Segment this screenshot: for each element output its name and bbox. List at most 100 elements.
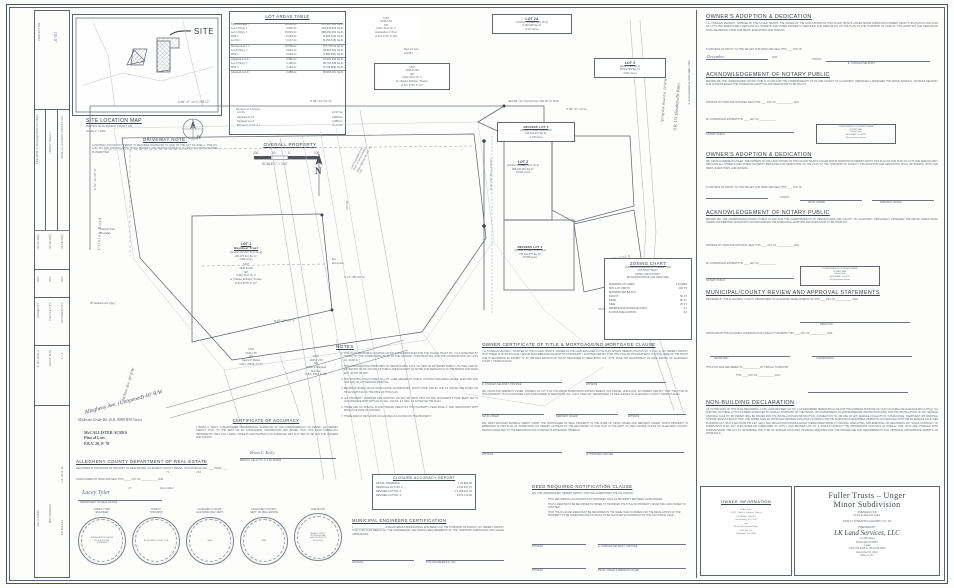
setback-line-label: 50' Setback Line (Typ.) bbox=[90, 302, 115, 306]
b1-title: OWNER'S ADOPTION & DEDICATION bbox=[706, 14, 812, 20]
agency-seal-inner-text: BRIAN PATRICK BAKER PROFESSIONAL ENGINEE… bbox=[90, 537, 114, 545]
zoning-chart-sub3: MIXED USE DISTRICT bbox=[635, 272, 661, 276]
title-block-prepared-by-label: PREPARED BY bbox=[858, 525, 876, 529]
b2-notary-signature bbox=[710, 124, 711, 130]
owner-cert-p3: WE, WEST AIRCOMM FEDERAL CREDIT UNION, T… bbox=[482, 422, 688, 432]
agency-seal-caption: SURVEYOR bbox=[311, 508, 325, 511]
lot-areas-row: R/W =0.110 Ac.(4,799.880) Sq.Ft. bbox=[230, 66, 345, 72]
lot-2-l2: 689,152.091 Sq. Ft. bbox=[512, 167, 534, 171]
lot-2a-l3: 0.217 Acres bbox=[525, 27, 539, 31]
agency-seal-icon: ALLEGHENY COUNTY, PA bbox=[132, 516, 180, 565]
municipal-engineers-sigline-right bbox=[426, 560, 504, 561]
deed-sigline-b bbox=[598, 544, 686, 545]
b1-date-line bbox=[706, 59, 768, 60]
real-estate-title: ALLEGHENY COUNTY DEPARTMENT OF REAL ESTA… bbox=[76, 459, 208, 464]
deed-clause-item: THAT A DEED MUST BE RECORDED IN ORDER TO… bbox=[548, 502, 686, 510]
zoning-value: 50 FT bbox=[680, 295, 687, 299]
field-book-label: FIELD BOOK bbox=[37, 510, 40, 528]
svg-text:N 88°-43'-16" W: N 88°-43'-16" W bbox=[310, 99, 332, 103]
b1-sigline bbox=[826, 61, 930, 62]
tax-parcel-3-text: T.M.P. 1048-L-58 N/F Nancy M. Bellan D.B… bbox=[239, 348, 263, 366]
zoning-key: FRONT bbox=[609, 295, 619, 299]
b2-title: ACKNOWLEDGEMENT OF NOTARY PUBLIC bbox=[706, 72, 830, 78]
svg-text:254.00': 254.00' bbox=[345, 200, 349, 210]
lot-areas-label: Revised Lot 2 = bbox=[231, 44, 250, 48]
note-item: THIS CONSOLIDATION PROPOSES NO NEW BUILD… bbox=[344, 365, 478, 375]
project-no-value: 21-011 bbox=[54, 32, 58, 42]
lot-areas-sqft: (4,799.880) Sq.Ft. bbox=[298, 66, 345, 72]
b5-director: DIRECTOR bbox=[820, 323, 833, 326]
agency-seal-caption: FINDLAY TOWNSHIP bbox=[149, 508, 163, 515]
b1-date-month: December bbox=[707, 54, 725, 59]
real-estate-volume: 71 bbox=[166, 470, 170, 474]
lot-2-l3: 15.821 Acres bbox=[515, 171, 531, 175]
lot-box-2a: LOT 2A (Portion of Fuller Trust No.4) 9,… bbox=[492, 14, 572, 34]
lot-areas-acres: 2.088 Ac. bbox=[286, 71, 298, 75]
pa-rw-varies-text: Moderate Grade Rd. (S.R. 3088) R/W Varie… bbox=[78, 418, 142, 422]
b1-signature bbox=[828, 51, 829, 57]
lot-areas-label: R/W = bbox=[230, 66, 271, 72]
b5-l4: THIS ____ DAY OF ____________ 2021. bbox=[736, 374, 781, 377]
pa-rw-varies-label: Moderate Grade Rd. (S.R. 3088) R/W Varie… bbox=[78, 418, 142, 422]
deed-sig-c: WITNESS bbox=[532, 569, 544, 572]
closure-key: INITIAL TRAVERSE bbox=[376, 482, 400, 485]
plot-scale-label: PLOT SCALE bbox=[37, 350, 40, 368]
agency-seal-inner-text: BRIAN C. KELLY PROFESSIONAL LAND SURVEYO… bbox=[309, 532, 327, 542]
filepath-cell: FILE PATH: G:\Drawings\2021-011-Unger bbox=[34, 110, 46, 230]
owner-cert-sig3a: WITNESS bbox=[482, 453, 494, 456]
lot-1-title: LOT 1 bbox=[240, 242, 252, 246]
agency-seal-caption: ALLEGHENY COUNTY DEPT. OF REAL ESTATE bbox=[250, 508, 278, 515]
owner-information-line: C/O E. Charles Selinsky, Trustee bbox=[729, 511, 763, 515]
new-lot-line-text: New Lot Line (24.85') bbox=[404, 48, 419, 55]
svg-text:S 88°-47'-12" E 288.12': S 88°-47'-12" E 288.12' bbox=[178, 100, 210, 104]
date-row: 10-20-2021 10-08-2021 10-08-2021 bbox=[34, 230, 70, 270]
owner-information-line: Kevin & Deborah Unger bbox=[733, 525, 759, 529]
owner-information-line: 105 Bunker Hill Rd. bbox=[736, 514, 756, 518]
b5-l3: THIS PLAT WAS DELIVERED TO ____________ … bbox=[706, 366, 789, 369]
strip-rule-1 bbox=[34, 230, 70, 231]
lot-areas-sqft: 202,378.316 Sq.Ft. bbox=[321, 27, 344, 31]
title-block-firm: LK Land Services, LLC bbox=[834, 529, 900, 538]
lot-areas-row: Adjusted Lot 3 =0.850 Ac.37,061.200 Sq.F… bbox=[230, 57, 345, 62]
approved-by-label: APPROVED BY: bbox=[61, 302, 64, 323]
b2-body: BEFORE ME, THE UNDERSIGNED NOTARY PUBLIC… bbox=[706, 80, 938, 87]
owner-cert-sigline-1a bbox=[482, 382, 562, 383]
lot-areas-footer-value: 0.850 Ac. bbox=[331, 115, 343, 119]
owner-cert-sigline-2c bbox=[628, 414, 686, 415]
initials-1: BCK bbox=[37, 276, 40, 282]
date-1: 10-20-2021 bbox=[37, 234, 40, 249]
tax-parcel-note-2: T.M.P. 1048-D-200 N/F Fuller Trust No. 4… bbox=[374, 63, 450, 90]
owner-information-line: Aliquippa, PA 15001 bbox=[735, 531, 757, 535]
zoning-value: 2 ACRES bbox=[675, 282, 687, 286]
tax-parcel-note-1: T.M.P. 1048-L-60 N/F Fuller Trust No. 3 … bbox=[352, 15, 420, 40]
title-block-location: FINDLAY TOWNSHIP ALLEGHENY CO., PA bbox=[842, 520, 892, 524]
revised-lot-2-l3: 15.559 Acres bbox=[522, 256, 538, 260]
certificate-of-accuracy-title: CERTIFICATE OF ACCURACY bbox=[232, 418, 300, 423]
owner-information-line: 2000 SR 151 bbox=[739, 528, 753, 532]
lot-areas-table-title: LOT AREAS TABLE bbox=[265, 14, 310, 19]
agency-seal-caption: ALLEGHENY COUNTY ECONOMIC DEV. DEPT. bbox=[196, 508, 224, 515]
sheet-size-label: SHEET SIZE bbox=[49, 350, 52, 367]
lot-areas-label: Lot 4 (Orig.) = bbox=[231, 61, 248, 65]
b6-title: NON-BUILDING DECLARATION bbox=[706, 400, 795, 406]
deed-clause-item: THAT THE PLAN AND DEED MUST BE RECORDED … bbox=[548, 511, 681, 518]
lot-areas-row: Lot 2 (Orig.) =15.821 Ac.689,152.091 Sq.… bbox=[230, 31, 345, 35]
lot-areas-footer-value: 3.175 Ac. bbox=[331, 123, 343, 127]
layout-cell: LAYOUT: Sheet 1 bbox=[46, 110, 58, 230]
agency-seal-inner-text: ALLEGHENY COUNTY, PA bbox=[143, 539, 169, 542]
lot-areas-acres: 4.646 Ac. bbox=[286, 27, 298, 31]
title-block-addr1: c/o 250 Street bbox=[859, 537, 875, 541]
layout-label: LAYOUT: Sheet 1 bbox=[49, 132, 52, 154]
owner-cert-title-heading: OWNER CERTIFICATE OF TITLE & MORTGAGE/NO… bbox=[482, 342, 656, 347]
svg-text:N: N bbox=[315, 166, 322, 176]
mcallister-acres-text: McCALLISTER ACRES Plan of Lots P.B.V. 20… bbox=[84, 430, 128, 446]
b2-notary-sigline bbox=[706, 132, 794, 133]
owner-information-line: Fuller Trust bbox=[740, 508, 752, 511]
lot-areas-sqft: 90,966.161 Sq.Ft. bbox=[323, 71, 344, 75]
